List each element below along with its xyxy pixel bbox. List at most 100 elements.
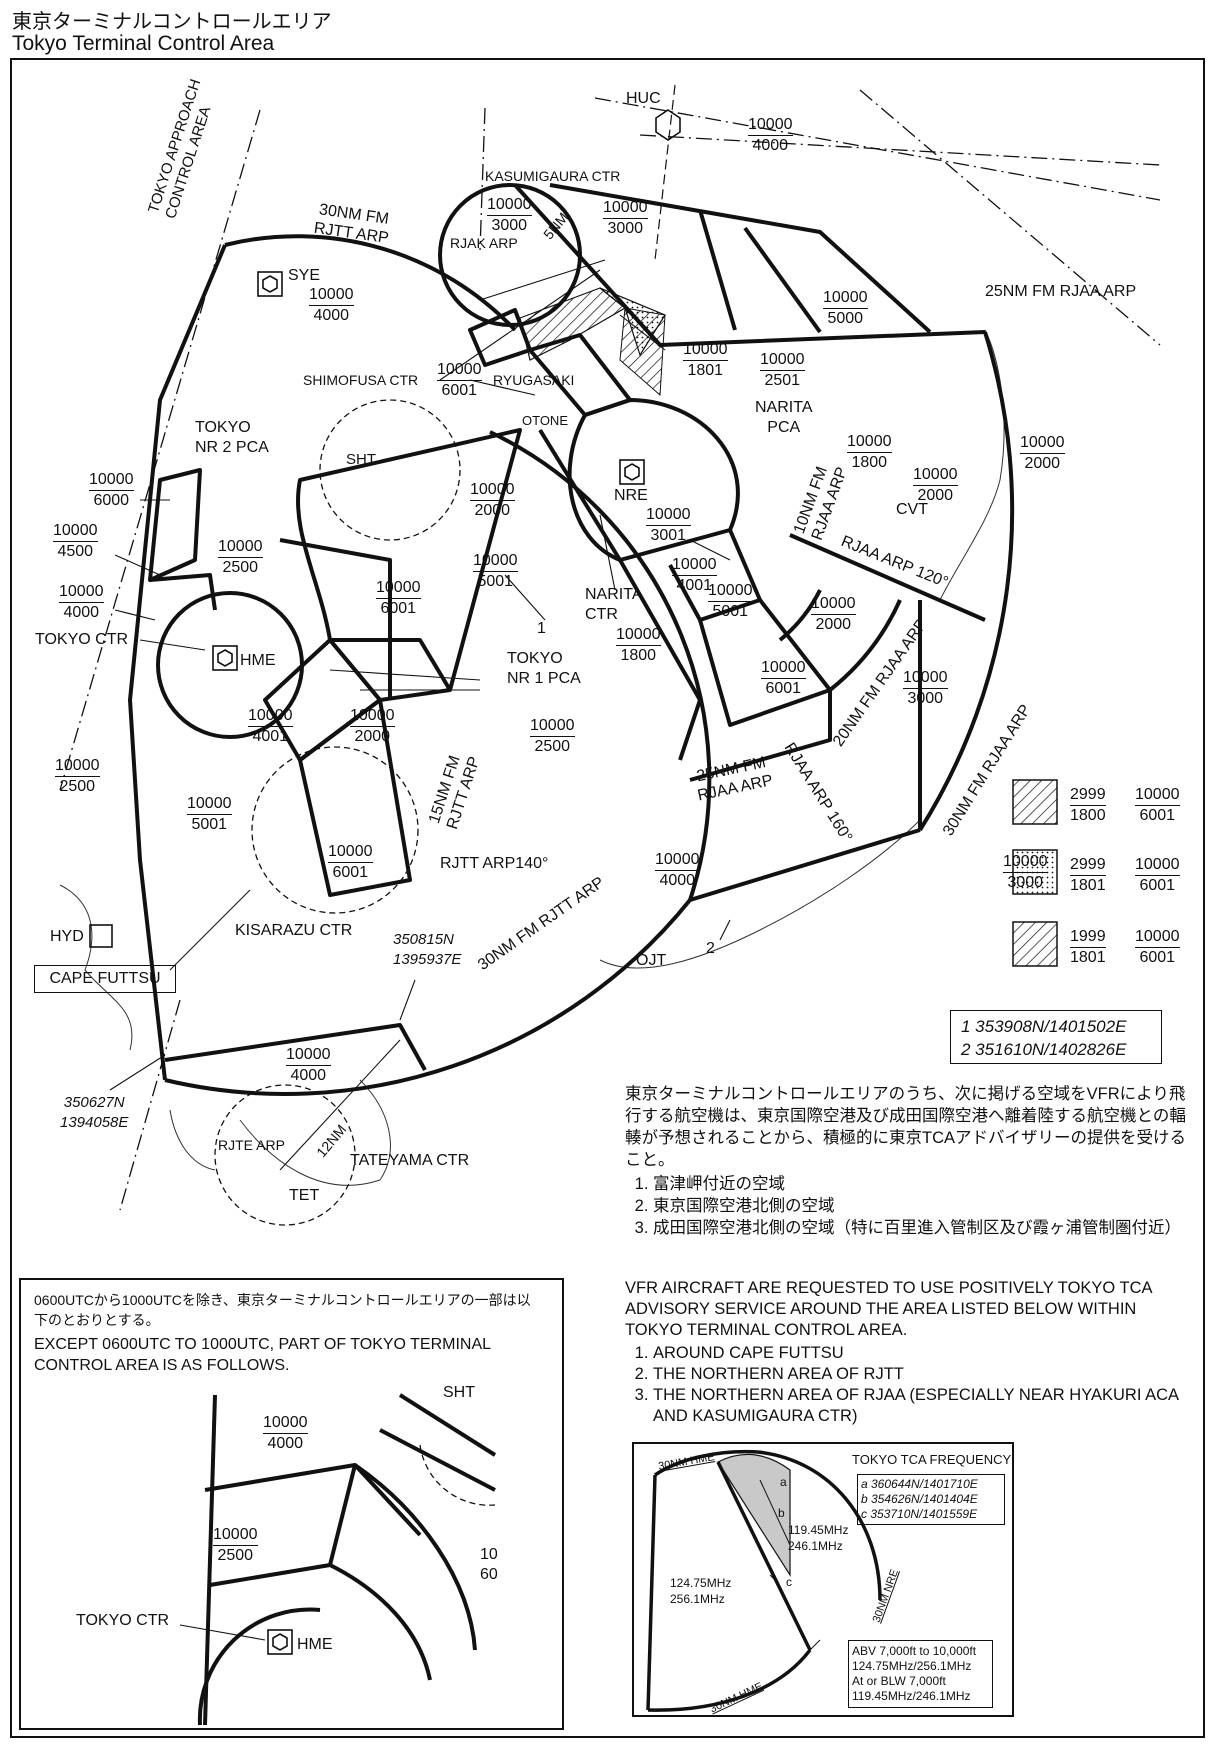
freq-mark-c: c — [786, 1575, 792, 1589]
notes-en-item: THE NORTHERN AREA OF RJAA (ESPECIALLY NE… — [653, 1385, 1195, 1427]
sye-label: SYE — [288, 267, 321, 284]
freq-mark-b: b — [778, 1506, 785, 1520]
notes-jp-item: 成田国際空港北側の空域（特に百里進入管制区及び霞ヶ浦管制圏付近） — [653, 1217, 1195, 1239]
inset-tokyo-ctr-label: TOKYO CTR — [76, 1612, 170, 1629]
coordinate-box: 1 353908N/1401502E 2 351610N/1402826E — [950, 1010, 1162, 1064]
rjaa-25nm-label: 25NM FM RJAA ARP — [985, 283, 1137, 300]
notes-japanese: 東京ターミナルコントロールエリアのうち、次に掲げる空域をVFRにより飛行する航空… — [625, 1083, 1195, 1239]
notes-english: VFR AIRCRAFT ARE REQUESTED TO USE POSITI… — [625, 1278, 1195, 1427]
title-japanese: 東京ターミナルコントロールエリア — [12, 11, 332, 33]
inset-panel — [19, 1278, 564, 1730]
rjtt-140-label: RJTT ARP140° — [440, 855, 549, 872]
cvt-label: CVT — [896, 501, 928, 518]
freq-title: TOKYO TCA FREQUENCY — [852, 1452, 1012, 1467]
marker-1: 1 — [537, 620, 546, 637]
tet-label: TET — [289, 1187, 320, 1204]
nre-label: NRE — [614, 487, 648, 504]
hyd-label: HYD — [50, 928, 84, 945]
inset-hme-label: HME — [297, 1636, 333, 1653]
cape-futtsu-label: CAPE FUTTSU — [34, 965, 176, 993]
notes-jp-intro: 東京ターミナルコントロールエリアのうち、次に掲げる空域をVFRにより飛行する航空… — [625, 1085, 1186, 1169]
coordinate-2: 2 351610N/1402826E — [961, 1040, 1127, 1059]
ryugasaki-label: RYUGASAKI — [493, 372, 575, 388]
freq-note-box: ABV 7,000ft to 10,000ft 124.75MHz/256.1M… — [848, 1640, 993, 1708]
sht-label: SHT — [346, 451, 376, 468]
tateyama-ctr-label: TATEYAMA CTR — [350, 1152, 470, 1169]
frequency-panel — [632, 1442, 1014, 1717]
rjak-arp-label: RJAK ARP — [450, 235, 518, 251]
inset-note-en: EXCEPT 0600UTC TO 1000UTC, PART OF TOKYO… — [34, 1336, 491, 1374]
kisarazu-ctr-label: KISARAZU CTR — [235, 922, 353, 939]
notes-jp-item: 富津岬付近の空域 — [653, 1173, 1195, 1195]
title-english: Tokyo Terminal Control Area — [12, 32, 275, 55]
coordinate-1: 1 353908N/1401502E — [961, 1017, 1127, 1036]
kasumigaura-ctr-label: KASUMIGAURA CTR — [485, 168, 621, 184]
map-frame — [10, 58, 1205, 1738]
notes-en-intro: VFR AIRCRAFT ARE REQUESTED TO USE POSITI… — [625, 1279, 1152, 1339]
notes-en-item: AROUND CAPE FUTTSU — [653, 1343, 1195, 1364]
inset-note-jp: 0600UTCから1000UTCを除き、東京ターミナルコントロールエリアの一部は… — [34, 1292, 531, 1328]
shimofusa-ctr-label: SHIMOFUSA CTR — [303, 372, 419, 388]
tokyo-ctr-label: TOKYO CTR — [35, 631, 129, 648]
marker-2: 2 — [706, 940, 715, 957]
notes-jp-item: 東京国際空港北側の空域 — [653, 1195, 1195, 1217]
freq-coord-box: a 360644N/1401710E b 354626N/1401404E c … — [857, 1474, 1005, 1525]
inset-sht-label: SHT — [443, 1384, 475, 1401]
huc-label: HUC — [626, 90, 661, 107]
rjte-arp-label: RJTE ARP — [218, 1137, 285, 1153]
notes-en-item: THE NORTHERN AREA OF RJTT — [653, 1364, 1195, 1385]
hme-label: HME — [240, 652, 276, 669]
freq-mark-a: a — [780, 1475, 787, 1489]
